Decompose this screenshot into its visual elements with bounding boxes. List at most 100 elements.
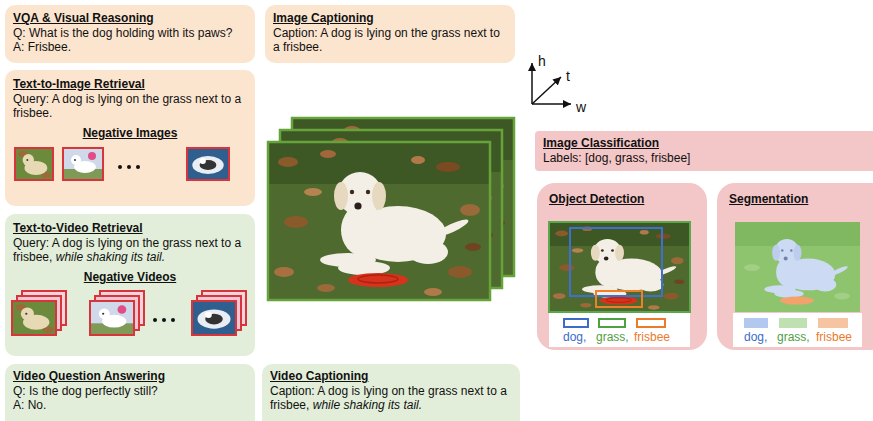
negative-images xyxy=(118,165,122,169)
negative-videos xyxy=(12,301,56,335)
negative-images xyxy=(15,148,53,180)
detection-image xyxy=(549,222,690,312)
negative-videos xyxy=(22,291,66,325)
panel-content: Object Detection xyxy=(537,183,707,216)
panel-content: Text-to-Image RetrievalQuery: A dog is l… xyxy=(5,70,255,148)
task-panel: VQA & Visual ReasoningQ: What is the dog… xyxy=(5,5,255,63)
panel-title: Object Detection xyxy=(549,192,695,206)
negative-videos xyxy=(95,296,139,330)
detection-image xyxy=(549,222,690,312)
task-panel: Image ClassificationLabels: [dog, grass,… xyxy=(535,131,873,171)
panel-title: Video Question Answering xyxy=(13,369,247,383)
legend-box-sample xyxy=(598,318,626,328)
negative-videos xyxy=(202,291,246,325)
text-line: Query: A dog is lying on the grass next … xyxy=(13,236,247,264)
axis-label: t xyxy=(566,68,570,84)
text-line: Caption: A dog is lying on the grass nex… xyxy=(270,384,512,412)
panel-content: Text-to-Video RetrievalQuery: A dog is l… xyxy=(5,214,255,292)
negative-videos xyxy=(90,301,134,335)
negative-videos xyxy=(153,318,157,322)
task-panel: Image CaptioningCaption: A dog is lying … xyxy=(265,5,515,63)
negative-images xyxy=(15,148,53,180)
negative-images xyxy=(63,148,103,180)
axes xyxy=(531,63,533,104)
panel-content: Video Question AnsweringQ: Is the dog pe… xyxy=(5,364,255,417)
legend-swatch xyxy=(818,318,848,328)
legend-text: grass, xyxy=(596,330,629,344)
panel-text: Labels: [dog, grass, frisbee] xyxy=(543,151,865,165)
panel-title: Segmentation xyxy=(729,192,861,206)
segmentation-image xyxy=(733,222,862,347)
panel-text: Q: Is the dog perfectly still? xyxy=(13,384,247,398)
segmentation-image xyxy=(733,313,862,347)
image-stack xyxy=(268,142,490,300)
segmentation-image xyxy=(735,222,860,312)
panel-content: Image ClassificationLabels: [dog, grass,… xyxy=(535,131,873,170)
panel-title: VQA & Visual Reasoning xyxy=(13,11,247,25)
negative-images xyxy=(63,148,103,180)
legend-text: frisbee xyxy=(634,330,670,344)
italic-text: while shaking its tail. xyxy=(56,250,165,264)
panel-title: Video Captioning xyxy=(270,369,512,383)
negative-videos xyxy=(192,301,236,335)
panel-text: A: No. xyxy=(13,398,247,412)
detection-image xyxy=(549,313,690,347)
negative-videos xyxy=(12,301,56,335)
negative-videos xyxy=(90,301,134,335)
panel-text: Q: What is the dog holding with its paws… xyxy=(13,26,247,40)
legend-text: frisbee xyxy=(816,330,852,344)
image-stack xyxy=(280,130,502,288)
negative-images xyxy=(136,165,140,169)
task-panel: Video CaptioningCaption: A dog is lying … xyxy=(262,364,520,421)
task-panel: Video Question AnsweringQ: Is the dog pe… xyxy=(5,364,255,421)
detection-image xyxy=(596,291,642,307)
legend-box-sample xyxy=(636,318,666,328)
axes xyxy=(532,103,571,105)
legend-text: grass, xyxy=(777,330,810,344)
negative-images xyxy=(15,148,229,180)
image-stack xyxy=(268,142,490,300)
panel-content: Video CaptioningCaption: A dog is lying … xyxy=(262,364,520,417)
panel-text: A: Frisbee. xyxy=(13,40,247,54)
panel-text: Caption: A dog is lying on the grass nex… xyxy=(273,26,507,54)
italic-text: while shaking its tail. xyxy=(313,398,422,412)
legend-box-sample xyxy=(563,318,589,328)
negative-videos xyxy=(171,318,175,322)
legend-text: dog, xyxy=(563,330,586,344)
task-panel: Text-to-Video RetrievalQuery: A dog is l… xyxy=(5,214,255,356)
negative-videos xyxy=(162,318,166,322)
image-stack xyxy=(292,118,514,276)
panel-title: Text-to-Video Retrieval xyxy=(13,221,247,235)
negative-videos xyxy=(197,296,241,330)
panel-content: VQA & Visual ReasoningQ: What is the dog… xyxy=(5,5,255,60)
image-stack xyxy=(268,118,514,300)
negative-images xyxy=(187,148,229,180)
detection-image xyxy=(570,228,662,296)
negative-images xyxy=(127,165,131,169)
negative-videos xyxy=(192,301,236,335)
legend-swatch xyxy=(779,318,807,328)
legend-swatch xyxy=(744,318,768,328)
task-panel: Text-to-Image RetrievalQuery: A dog is l… xyxy=(5,70,255,206)
image-stack xyxy=(292,118,514,276)
panel-content: Segmentation xyxy=(717,183,873,216)
panel-title: Image Captioning xyxy=(273,11,507,25)
axis-label: h xyxy=(538,53,546,69)
panel-title: Image Classification xyxy=(543,136,865,150)
detection-image xyxy=(549,222,690,347)
axis-label: w xyxy=(576,99,586,115)
sub-heading: Negative Images xyxy=(13,126,247,140)
legend-text: dog, xyxy=(744,330,767,344)
panel-text: Query: A dog is lying on the grass next … xyxy=(13,92,247,120)
axes xyxy=(532,77,561,104)
image-stack xyxy=(280,130,502,288)
axes xyxy=(532,63,571,104)
negative-videos xyxy=(12,291,246,335)
negative-images xyxy=(187,148,229,180)
panel-title: Text-to-Image Retrieval xyxy=(13,77,247,91)
sub-heading: Negative Videos xyxy=(13,270,247,284)
negative-videos xyxy=(17,296,61,330)
